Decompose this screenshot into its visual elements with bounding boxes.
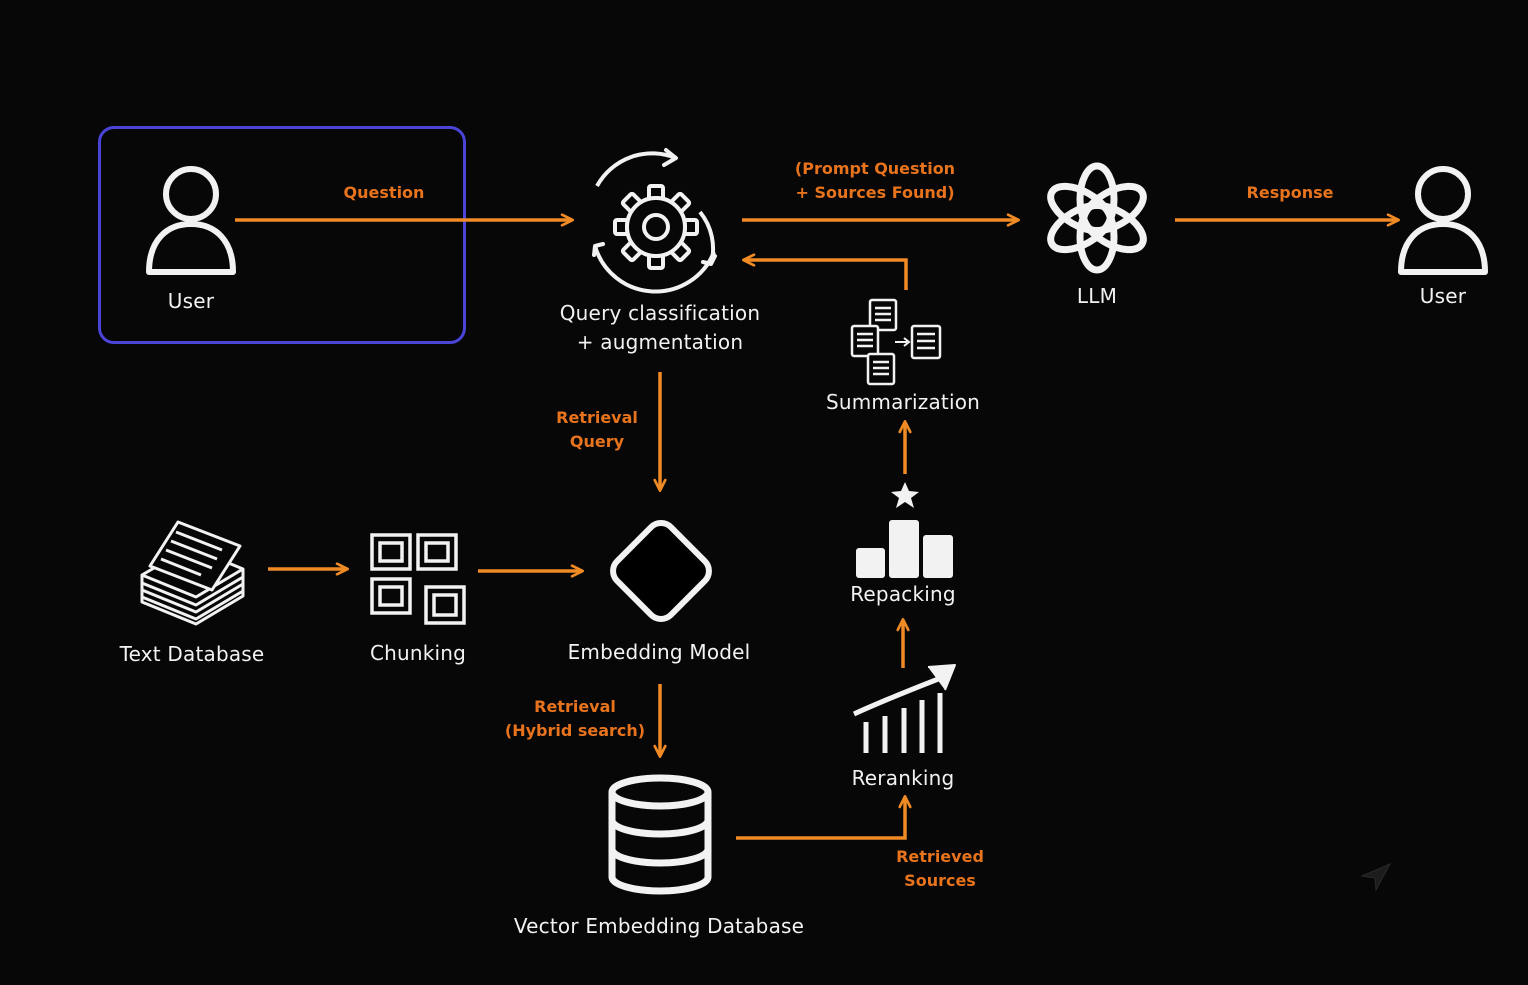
document-stack-icon [140,520,245,626]
edge-label-retrieved-sources: Retrieved Sources [896,845,984,893]
gear-refresh-icon [592,148,717,294]
summarization-label: Summarization [825,390,981,414]
edge-label-prompt-line1: (Prompt Question [794,159,956,178]
vector-database-label: Vector Embedding Database [513,914,805,938]
embedding-model-label: Embedding Model [567,640,751,664]
edge-label-prompt: (Prompt Question + Sources Found) [795,157,955,205]
podium-star-icon [856,482,953,578]
person-icon [146,166,236,275]
blocks-icon [370,533,466,625]
chunking-label: Chunking [369,641,467,665]
edge-label-prompt-line2: + Sources Found) [795,183,955,202]
edge-label-retrieval-query-line2: Query [569,432,625,451]
user-output-label: User [1419,284,1467,308]
edge-label-retrieval-query-line1: Retrieval [556,408,638,427]
user-input-label: User [167,289,215,313]
edge-label-retrieval-query: Retrieval Query [556,406,638,454]
edge-label-retrieval-hybrid-line2: (Hybrid search) [504,721,646,740]
arrow-summarization-to-query [742,253,908,290]
repacking-label: Repacking [850,582,956,606]
reranking-label: Reranking [851,766,955,790]
llm-label: LLM [1076,284,1118,308]
openai-logo-icon [1047,162,1147,274]
text-database-label: Text Database [119,642,265,666]
edge-label-response: Response [1246,183,1334,202]
edge-label-question: Question [343,183,425,202]
trend-bars-icon [852,664,956,753]
database-icon [608,774,712,895]
cursor-icon [1360,862,1392,892]
edge-label-retrieved-line2: Sources [904,871,976,890]
documents-merge-icon [850,298,942,386]
edge-label-retrieval-hybrid: Retrieval (Hybrid search) [505,695,645,743]
query-label-line1: Query classification [559,301,761,325]
arrow-vectordb-to-reranking [736,795,912,840]
diamond-icon [610,520,712,622]
person-icon [1398,166,1488,275]
edge-label-retrieval-hybrid-line1: Retrieval [534,697,616,716]
user-highlight-box [98,126,466,344]
query-label-line2: + augmentation [576,330,744,354]
edge-label-retrieved-line1: Retrieved [896,847,984,866]
